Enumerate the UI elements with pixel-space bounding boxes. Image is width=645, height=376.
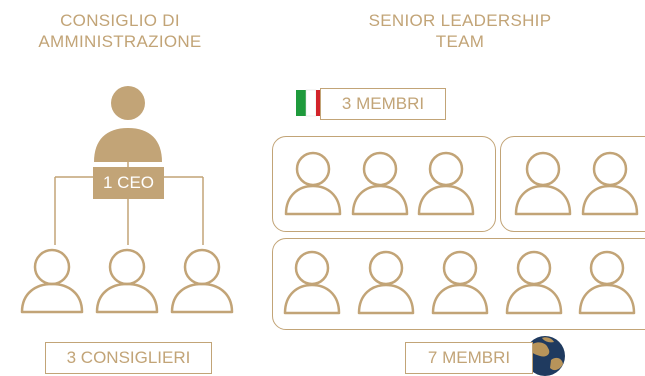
international-member-icon-1 xyxy=(514,151,572,216)
italy-member-icon-2 xyxy=(351,151,409,216)
board-member-icon-1 xyxy=(20,248,84,314)
board-member-icon-2 xyxy=(95,248,159,314)
board-heading: CONSIGLIO DI AMMINISTRAZIONE xyxy=(38,11,202,51)
international-member-icon-2 xyxy=(581,151,639,216)
ceo-label: 1 CEO xyxy=(93,167,164,199)
leadership-heading: SENIOR LEADERSHIP TEAM xyxy=(368,11,552,51)
international-members-group-bottom xyxy=(272,238,645,330)
italy-member-icon-3 xyxy=(417,151,475,216)
ceo-person-icon xyxy=(94,86,162,162)
board-members-count: 3 CONSIGLIERI xyxy=(45,342,212,374)
board-member-icon-3 xyxy=(170,248,234,314)
international-member-icon-7 xyxy=(578,250,636,315)
italy-members-count: 3 MEMBRI xyxy=(320,88,446,120)
international-member-icon-5 xyxy=(431,250,489,315)
italy-member-icon-1 xyxy=(284,151,342,216)
international-member-icon-6 xyxy=(505,250,563,315)
international-member-icon-4 xyxy=(357,250,415,315)
globe-icon xyxy=(525,336,565,376)
international-member-icon-3 xyxy=(283,250,341,315)
international-members-count: 7 MEMBRI xyxy=(405,342,533,374)
international-members-group-top xyxy=(500,136,645,232)
italy-members-group xyxy=(272,136,496,232)
